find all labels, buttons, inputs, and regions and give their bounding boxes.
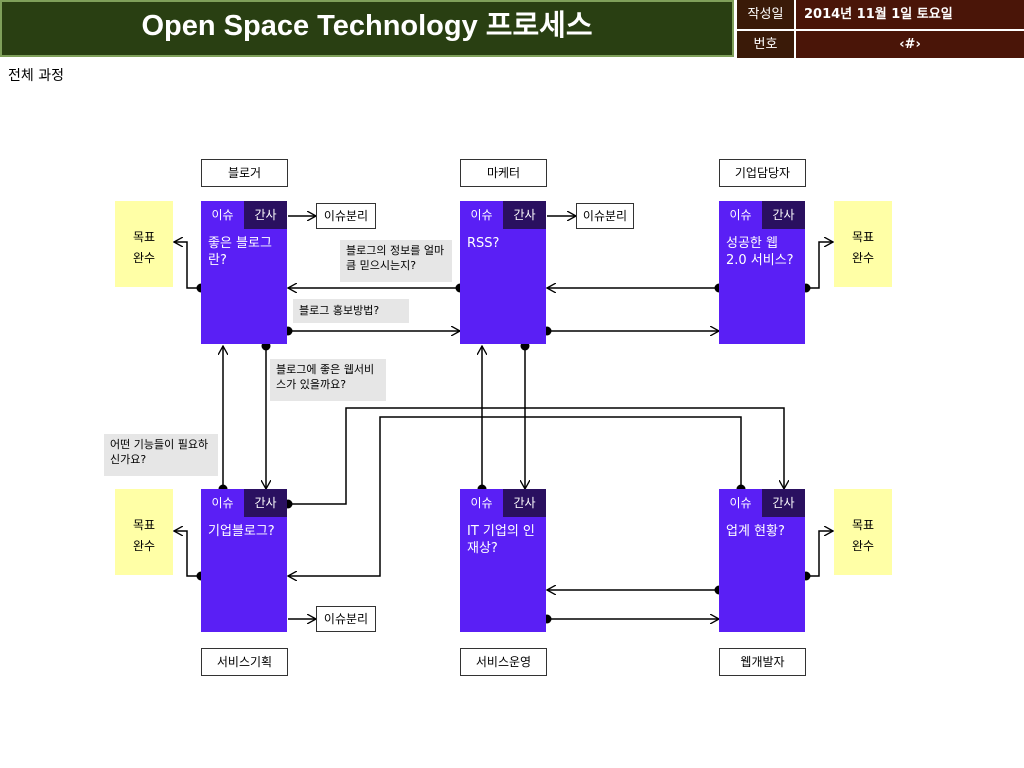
date-value: 2014년 11월 1일 토요일 <box>796 0 1024 29</box>
session-card-corp-blog: 이슈 간사 기업블로그? <box>201 489 287 632</box>
session-card-web20: 이슈 간사 성공한 웹 2.0 서비스? <box>719 201 805 344</box>
date-label: 작성일 <box>737 0 794 29</box>
role-service-operation: 서비스운영 <box>460 648 547 676</box>
note-trust: 블로그의 정보를 얼마큼 믿으시는지? <box>340 240 452 282</box>
note-web-services: 블로그에 좋은 웹서비스가 있을까요? <box>270 359 386 401</box>
note-features: 어떤 기능들이 필요하신가요? <box>104 434 218 476</box>
issue-tab: 이슈 <box>460 489 503 517</box>
session-question: 좋은 블로그란? <box>208 236 272 268</box>
goal-line2: 완수 <box>132 539 156 553</box>
secretary-tab: 간사 <box>503 489 546 517</box>
session-question: 업계 현황? <box>726 524 785 539</box>
issue-tab: 이슈 <box>719 201 762 229</box>
role-web-developer: 웹개발자 <box>719 648 806 676</box>
page-title: Open Space Technology 프로세스 <box>141 10 593 42</box>
goal-line1: 목표 <box>851 518 875 532</box>
issue-tab: 이슈 <box>719 489 762 517</box>
session-card-industry: 이슈 간사 업계 현황? <box>719 489 805 632</box>
session-question: RSS? <box>467 236 500 251</box>
title-bar <box>0 0 734 57</box>
goal-line1: 목표 <box>851 230 875 244</box>
session-question: 성공한 웹 2.0 서비스? <box>726 236 794 268</box>
session-question: 기업블로그? <box>208 524 275 539</box>
issue-tab: 이슈 <box>201 489 244 517</box>
session-card-it-talent: 이슈 간사 IT 기업의 인재상? <box>460 489 546 632</box>
role-blogger: 블로거 <box>201 159 288 187</box>
issue-split-box: 이슈분리 <box>576 203 634 229</box>
goal-line2: 완수 <box>132 251 156 265</box>
issue-tab: 이슈 <box>201 201 244 229</box>
role-marketer: 마케터 <box>460 159 547 187</box>
session-question: IT 기업의 인재상? <box>467 524 535 556</box>
issue-split-box: 이슈분리 <box>316 606 376 632</box>
goal-line2: 완수 <box>851 251 875 265</box>
goal-line2: 완수 <box>851 539 875 553</box>
number-value: ‹#› <box>796 31 1024 58</box>
note-promo: 블로그 홍보방법? <box>293 299 409 323</box>
session-card-good-blog: 이슈 간사 좋은 블로그란? <box>201 201 287 344</box>
role-corporate-manager: 기업담당자 <box>719 159 806 187</box>
secretary-tab: 간사 <box>244 489 287 517</box>
secretary-tab: 간사 <box>244 201 287 229</box>
goal-line1: 목표 <box>132 518 156 532</box>
section-subtitle: 전체 과정 <box>8 68 64 84</box>
goal-line1: 목표 <box>132 230 156 244</box>
session-card-rss: 이슈 간사 RSS? <box>460 201 546 344</box>
secretary-tab: 간사 <box>762 489 805 517</box>
issue-tab: 이슈 <box>460 201 503 229</box>
role-service-planning: 서비스기획 <box>201 648 288 676</box>
secretary-tab: 간사 <box>762 201 805 229</box>
number-label: 번호 <box>737 31 794 58</box>
secretary-tab: 간사 <box>503 201 546 229</box>
issue-split-box: 이슈분리 <box>316 203 376 229</box>
